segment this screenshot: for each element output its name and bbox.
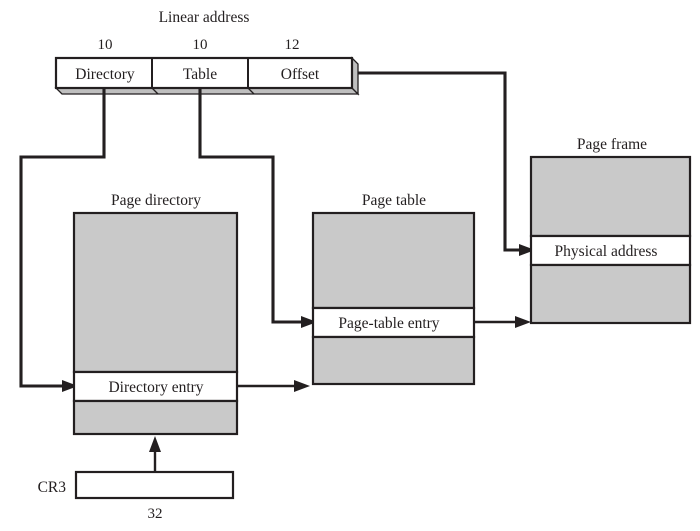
page-frame-block: [529, 155, 692, 325]
cr3-width-label: 32: [148, 506, 163, 522]
page-directory-upper-region: [72, 211, 239, 374]
arrow-head-cr3-to-page-directory: [149, 436, 161, 452]
arrow-head-page-table: [294, 380, 310, 392]
field-label-offset: Offset: [281, 66, 320, 83]
arrow-head-page-frame: [515, 316, 531, 328]
connector-directory-to-page-directory: [19, 88, 106, 392]
arrow-head-page-table-entry: [301, 316, 317, 328]
page-table-caption: Page table: [362, 192, 426, 209]
cr3-block: [74, 436, 235, 500]
page-frame-upper-region: [529, 155, 692, 238]
shadow-tick-1: [151, 87, 159, 95]
cr3-box: [74, 470, 235, 500]
connector-table-to-page-table: [198, 88, 317, 328]
page-frame-physical-address-row: [529, 234, 692, 267]
page-frame-caption: Page frame: [577, 136, 647, 153]
arrow-head-physical-address: [519, 244, 535, 256]
page-table-upper-region: [311, 211, 476, 310]
page-frame-lower-region: [529, 263, 692, 325]
field-label-table: Table: [183, 66, 217, 83]
bits-label-table: 10: [193, 37, 208, 53]
shadow-tick-2: [247, 87, 255, 95]
connector-page-table-entry-to-page-frame: [474, 316, 531, 328]
linear-address-caption: Linear address: [159, 9, 250, 26]
connector-directory-entry-to-page-table: [237, 380, 310, 392]
cr3-label: CR3: [38, 479, 67, 496]
linear-address-face: [54, 56, 354, 90]
page-directory-caption: Page directory: [111, 192, 201, 209]
page-table-entry-row: [311, 306, 476, 339]
page-table-lower-region: [311, 335, 476, 386]
field-label-directory: Directory: [75, 66, 135, 83]
page-table-block: [311, 211, 476, 386]
connector-offset-to-physical-address: [358, 71, 535, 256]
page-directory-block: [72, 211, 239, 436]
linear-address-bar: [54, 56, 360, 96]
page-table-entry-label: Page-table entry: [338, 315, 439, 332]
bits-label-offset: 12: [285, 37, 300, 53]
page-directory-entry-label: Directory entry: [108, 379, 203, 396]
arrow-head-directory-entry: [62, 380, 78, 392]
page-frame-entry-label: Physical address: [555, 243, 658, 260]
page-directory-lower-region: [72, 399, 239, 436]
bits-label-directory: 10: [98, 37, 113, 53]
